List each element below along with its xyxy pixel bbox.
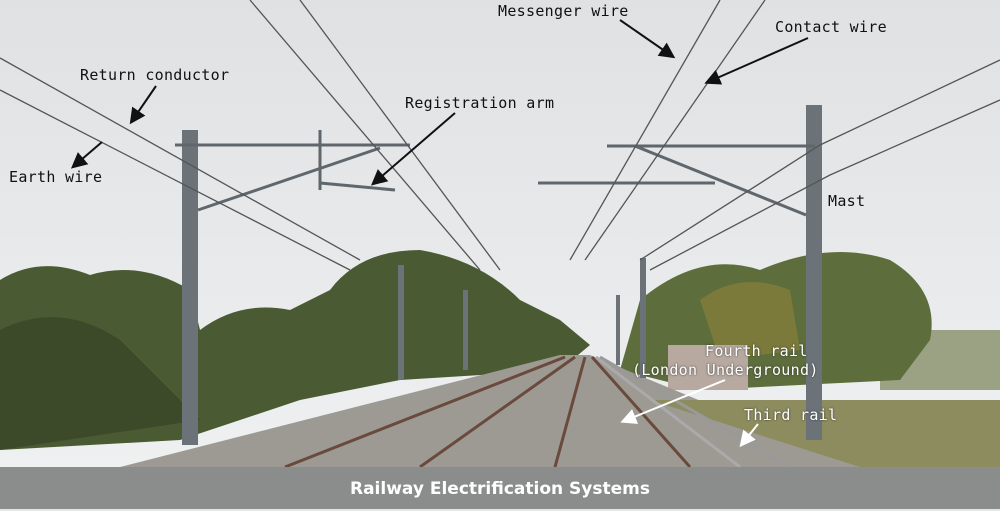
label-third-rail: Third rail	[744, 406, 838, 424]
label-mast: Mast	[828, 192, 866, 210]
label-messenger-wire: Messenger wire	[498, 2, 629, 20]
rails	[284, 355, 791, 467]
ballast	[120, 355, 860, 467]
cantilevers	[175, 130, 815, 217]
label-earth-wire: Earth wire	[9, 168, 103, 186]
label-contact-wire: Contact wire	[775, 18, 887, 36]
masts	[182, 105, 822, 445]
railway-photo	[0, 0, 1000, 467]
label-arrows	[70, 19, 809, 186]
label-fourth-rail-note: (London Underground)	[632, 361, 819, 379]
shed	[668, 345, 748, 390]
overhead-wires	[0, 0, 1000, 271]
label-fourth-rail: Fourth rail	[705, 342, 808, 360]
label-registration-arm: Registration arm	[405, 94, 555, 112]
caption-bar: Railway Electrification Systems	[0, 467, 1000, 509]
label-return-conductor: Return conductor	[80, 66, 230, 84]
